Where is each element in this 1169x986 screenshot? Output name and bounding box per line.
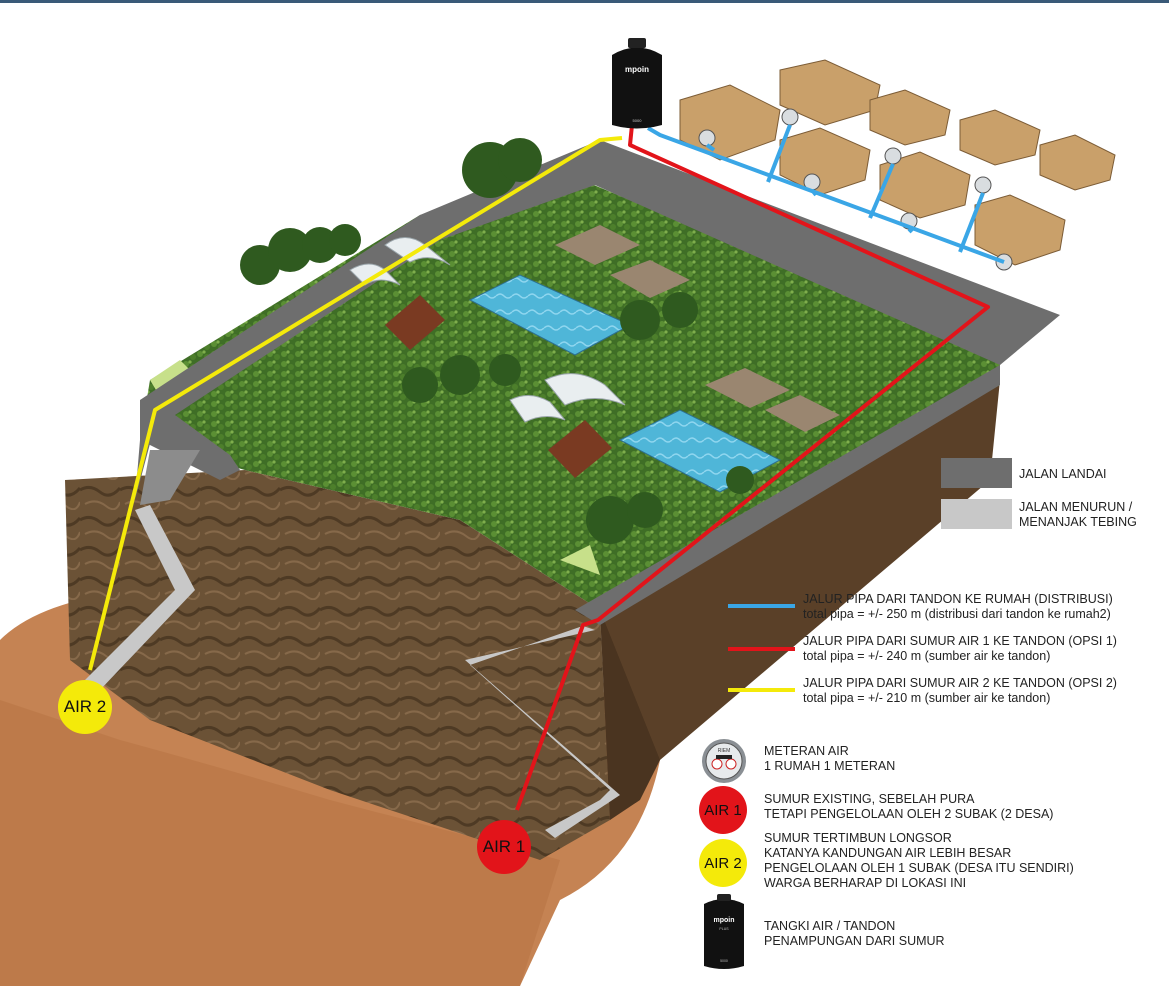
top-border bbox=[0, 0, 1169, 3]
tank-legend-capacity: 5000 bbox=[720, 959, 728, 963]
distribution-branch bbox=[766, 124, 792, 183]
cliff-road-label: JALAN MENURUN / MENANJAK TEBING bbox=[1019, 500, 1137, 529]
air2-legend-label: AIR 2 bbox=[704, 854, 742, 872]
distribution-branch bbox=[868, 163, 895, 219]
distribution-pipe-main bbox=[646, 126, 1005, 264]
air1-legend-badge: AIR 1 bbox=[699, 786, 747, 834]
well1-pipe-legend: JALUR PIPA DARI SUMUR AIR 1 KE TANDON (O… bbox=[803, 634, 1117, 663]
tank-legend-brand: mpoin bbox=[714, 917, 735, 924]
tank-legend-text: TANGKI AIR / TANDON PENAMPUNGAN DARI SUM… bbox=[764, 919, 945, 948]
air2-legend-text: SUMUR TERTIMBUN LONGSOR KATANYA KANDUNGA… bbox=[764, 831, 1074, 890]
tank-legend-sub: PLUS bbox=[719, 927, 729, 931]
cliff-face-left bbox=[65, 470, 610, 860]
well2-pipe-swatch bbox=[728, 688, 795, 692]
distribution-branch bbox=[958, 192, 985, 253]
well1-pipe bbox=[515, 124, 990, 811]
cliff-face-right bbox=[600, 380, 1000, 820]
meter-legend-text: METERAN AIR 1 RUMAH 1 METERAN bbox=[764, 744, 896, 773]
distribution-pipe-legend: JALUR PIPA DARI TANDON KE RUMAH (DISTRIB… bbox=[803, 592, 1113, 621]
pipe-network bbox=[88, 124, 1005, 811]
air2-legend-badge: AIR 2 bbox=[699, 839, 747, 887]
cliff-road-right bbox=[465, 620, 620, 838]
distribution-branch bbox=[810, 188, 818, 197]
well1-pipe-swatch bbox=[728, 647, 795, 651]
air1-legend-label: AIR 1 bbox=[704, 801, 742, 819]
cliff-road-left bbox=[85, 505, 195, 690]
distribution-pipe-swatch bbox=[728, 604, 795, 608]
ramp-road bbox=[140, 140, 1060, 480]
air2-marker-label: AIR 2 bbox=[63, 697, 107, 716]
tank-capacity-text: 5000 bbox=[633, 118, 643, 123]
air1-well-marker: AIR 1 bbox=[477, 820, 531, 874]
water-tank-icon: mpoin 5000 bbox=[612, 38, 662, 129]
distribution-branch bbox=[907, 227, 914, 234]
well2-pipe-legend: JALUR PIPA DARI SUMUR AIR 2 KE TANDON (O… bbox=[803, 676, 1117, 705]
air1-marker-label: AIR 1 bbox=[482, 837, 526, 856]
air2-well-marker: AIR 2 bbox=[58, 680, 112, 734]
air1-legend-text: SUMUR EXISTING, SEBELAH PURA TETAPI PENG… bbox=[764, 792, 1054, 821]
tank-legend-icon: mpoin PLUS 5000 bbox=[704, 894, 744, 969]
tank-brand-text: mpoin bbox=[625, 65, 649, 74]
meter-brand-text: RIEM bbox=[718, 748, 731, 754]
tree-cluster bbox=[240, 138, 754, 544]
ramp-road-label: JALAN LANDAI bbox=[1019, 467, 1107, 481]
well2-pipe bbox=[88, 136, 623, 671]
distribution-branch bbox=[705, 143, 716, 152]
cliff-road-swatch bbox=[941, 499, 1012, 529]
hut-icon bbox=[385, 295, 612, 478]
meter-legend-icon: RIEM bbox=[702, 739, 746, 783]
ramp-road-swatch bbox=[941, 458, 1012, 488]
house-cluster bbox=[679, 59, 1116, 266]
